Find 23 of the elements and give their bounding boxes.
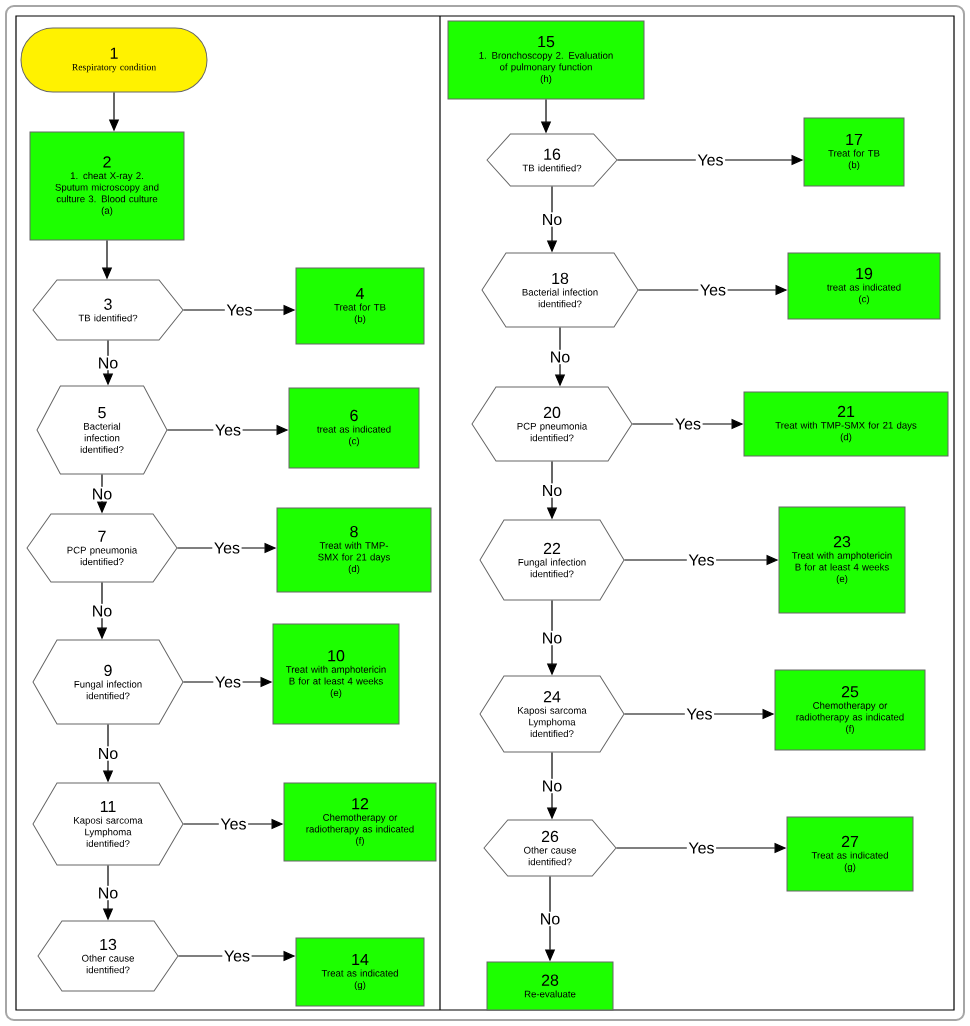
edge-label: Yes [686, 552, 717, 568]
edge-label: Yes [686, 840, 717, 856]
edge-label: Yes [222, 948, 252, 964]
edge-label: Yes [673, 416, 703, 432]
edge-label: No [540, 630, 564, 646]
edge-label: Yes [213, 422, 243, 438]
edge-label: No [96, 355, 120, 371]
edge-label: No [540, 212, 564, 227]
edge-label: Yes [218, 816, 249, 832]
edge-label: Yes [695, 152, 726, 168]
edge-label: Yes [698, 282, 728, 298]
edge-label: No [540, 483, 564, 498]
edge-label: No [540, 778, 564, 794]
edge-label: Yes [213, 674, 243, 690]
edge-label: No [538, 911, 562, 927]
edge-label: No [90, 603, 114, 619]
edge-label: Yes [212, 540, 242, 556]
edge-label: No [96, 746, 120, 761]
edge-label: Yes [224, 302, 255, 318]
edge-label: No [548, 349, 572, 365]
edge-label: No [96, 885, 120, 901]
edge-label: No [90, 486, 114, 502]
edge-label: Yes [684, 706, 715, 722]
